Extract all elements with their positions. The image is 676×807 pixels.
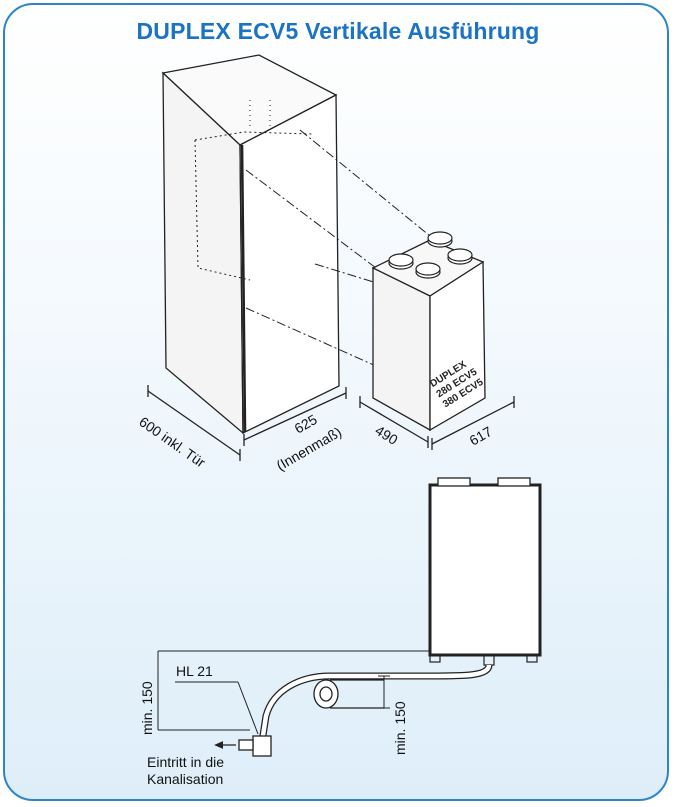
unit-width-label: 617 <box>467 423 495 449</box>
drain-height-label-left: min. 150 <box>139 681 155 735</box>
cabinet-width-label: 600 inkl. Tür <box>136 413 208 470</box>
outlet-note-line-1: Eintritt in die <box>147 754 224 770</box>
unit-depth-label: 490 <box>372 422 400 448</box>
pipe-label: HL 21 <box>176 663 213 679</box>
drain-height-label-right: min. 150 <box>392 701 408 755</box>
unit-side-view <box>157 477 542 757</box>
cabinet-depth-label: 625 <box>292 411 320 437</box>
diagram-title: DUPLEX ECV5 Vertikale Ausführung <box>136 18 540 44</box>
ventilation-unit-drawing <box>359 231 515 450</box>
cabinet-drawing <box>147 54 433 461</box>
outlet-note-line-2: Kanalisation <box>147 771 223 787</box>
